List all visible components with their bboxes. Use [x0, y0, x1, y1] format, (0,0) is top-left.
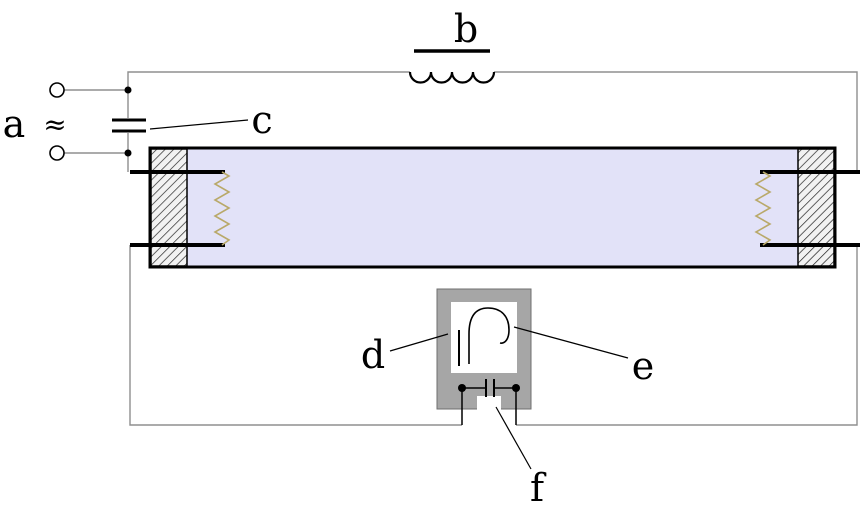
junction-dot [458, 384, 466, 392]
capacitor [112, 118, 146, 133]
ac-terminal-bottom [49, 145, 65, 161]
tube-body [148, 146, 837, 269]
pointer-line-d [389, 333, 449, 352]
electrode-leads [130, 170, 860, 247]
ac-source: ≈ [43, 82, 132, 161]
wire [494, 71, 858, 172]
wire [127, 71, 410, 90]
labels: a b c d e f [3, 7, 655, 510]
label-f: f [530, 466, 547, 510]
label-b: b [454, 7, 478, 51]
label-c: c [251, 98, 272, 142]
fluorescent-tube [130, 146, 860, 269]
starter-notch [477, 396, 501, 411]
junction-dot [124, 86, 132, 94]
junction-dot [124, 149, 132, 157]
left-filament [213, 171, 231, 246]
pointer-line-f [495, 406, 532, 470]
starter [436, 288, 532, 425]
inductor-coil [408, 71, 496, 84]
right-filament [754, 171, 772, 246]
pointer-line-c [149, 119, 249, 130]
tube-left-cap [150, 148, 188, 267]
wire [129, 245, 462, 426]
ballast-inductor [408, 49, 496, 84]
bimetal-strip [468, 307, 510, 364]
wire [516, 245, 858, 426]
label-e: e [632, 344, 655, 388]
circuit-wires [64, 71, 858, 426]
label-a: a [3, 102, 26, 146]
tube-right-cap [797, 148, 835, 267]
starter-window [451, 302, 517, 373]
junction-dot [512, 384, 520, 392]
ac-waveform-symbol: ≈ [43, 108, 66, 141]
label-d: d [361, 333, 385, 377]
pointer-line-e [513, 326, 629, 359]
ac-terminal-top [49, 82, 65, 98]
pointer-lines [149, 119, 629, 470]
